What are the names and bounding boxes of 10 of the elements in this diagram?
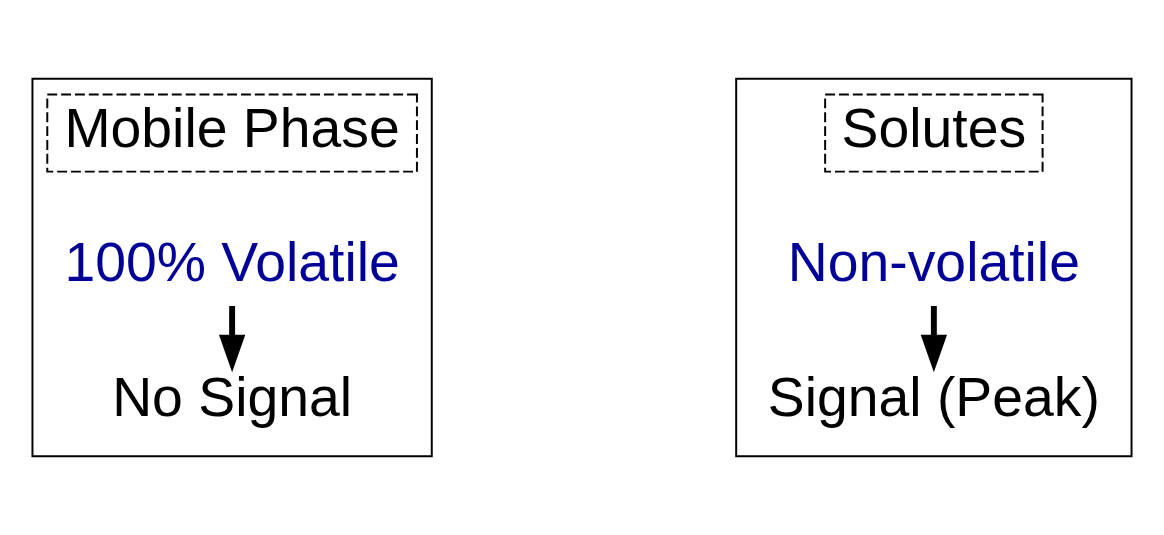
node-text: No Signal bbox=[112, 365, 353, 428]
cluster bbox=[735, 77, 1133, 458]
node-text: Signal (Peak) bbox=[767, 365, 1100, 428]
cluster bbox=[31, 77, 433, 458]
arrow bbox=[218, 306, 246, 373]
arrow bbox=[920, 306, 948, 373]
node-text: 100% Volatile bbox=[64, 231, 400, 294]
node-box: Mobile Phase bbox=[46, 93, 418, 173]
node-text: Non-volatile bbox=[787, 231, 1080, 294]
node-box: Solutes bbox=[824, 93, 1044, 173]
